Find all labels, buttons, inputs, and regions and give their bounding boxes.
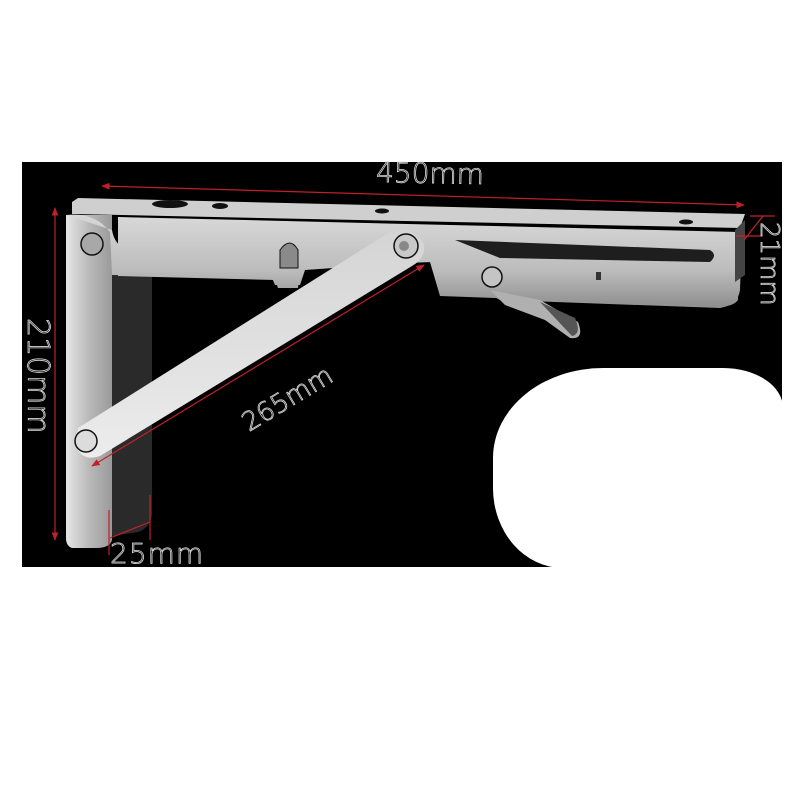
dimension-lines — [51, 182, 775, 555]
dim-line-450 — [101, 182, 745, 209]
dim-line-21 — [743, 215, 764, 241]
white-overlay-shape — [493, 368, 783, 568]
dimension-label-width: 25mm — [110, 537, 205, 570]
dim-line-265 — [91, 264, 425, 467]
dimension-label-length: 450mm — [375, 155, 485, 192]
release-lever — [490, 290, 581, 339]
dimension-label-height: 210mm — [20, 318, 56, 435]
dim-line-25 — [109, 521, 151, 539]
dimension-label-profile-depth: 21mm — [754, 222, 785, 307]
